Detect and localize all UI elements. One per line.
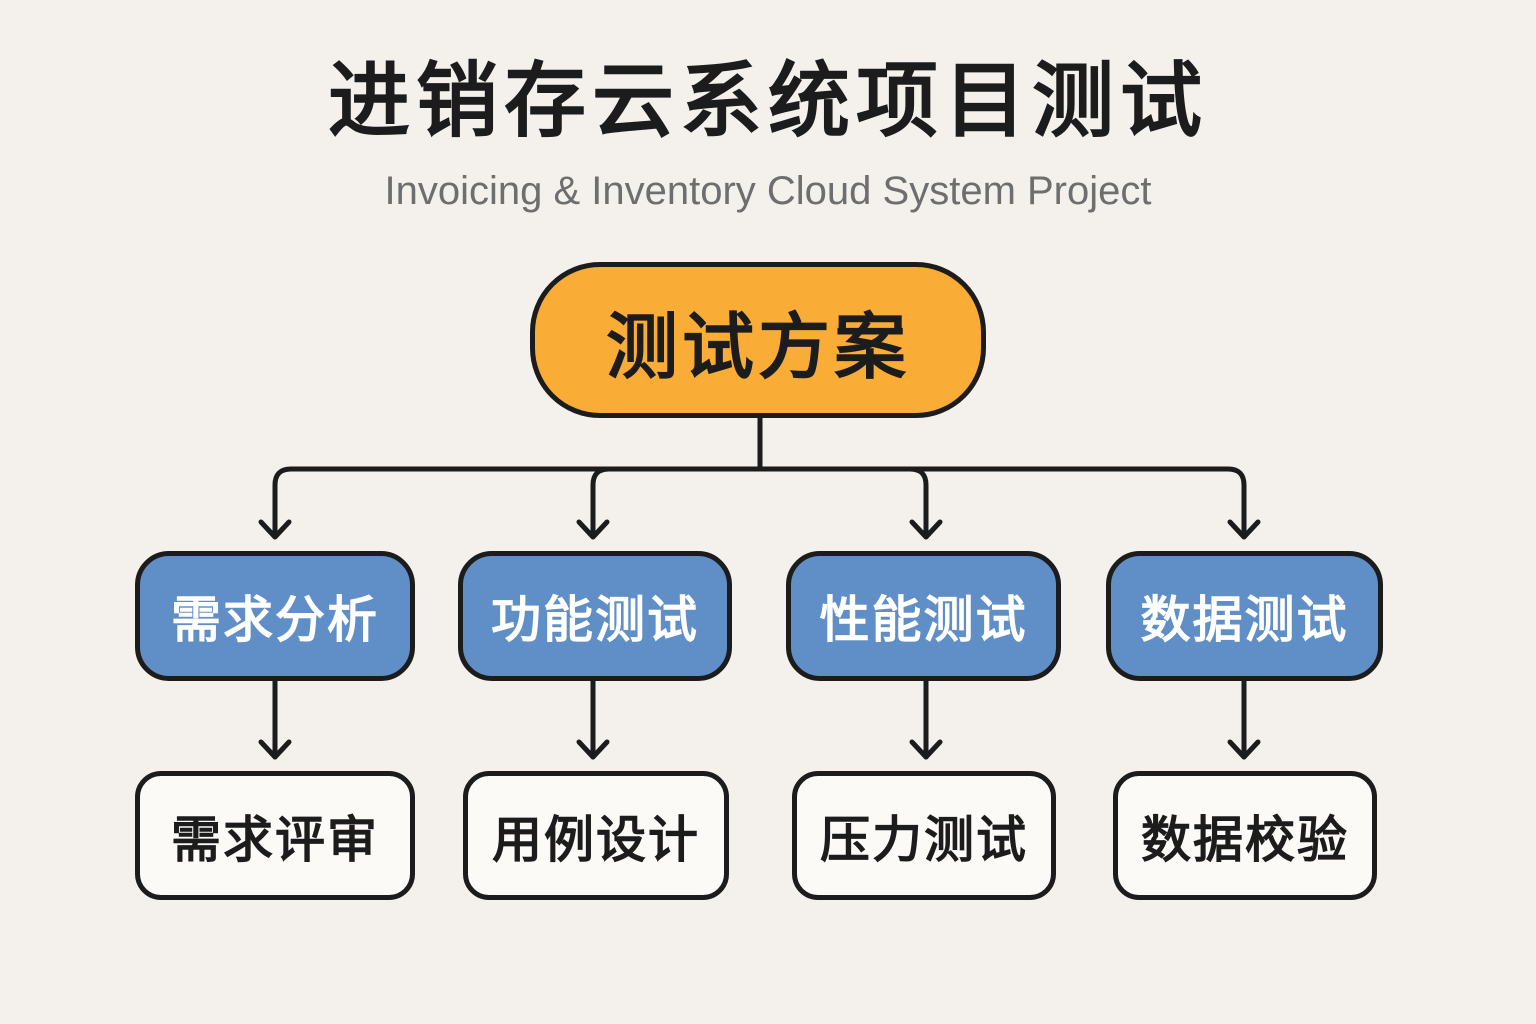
arrow-head-icon (576, 519, 610, 540)
page-subtitle: Invoicing & Inventory Cloud System Proje… (384, 169, 1152, 213)
branch-node-functional-testing: 功能测试 (458, 551, 732, 681)
branch-bus-line (272, 466, 1247, 539)
branch-node-requirements-analysis: 需求分析 (135, 551, 415, 681)
arrow-head-icon (909, 519, 943, 540)
root-node-test-plan: 测试方案 (530, 262, 986, 418)
branch-drop-line (907, 466, 929, 539)
branch-node-data-testing: 数据测试 (1106, 551, 1383, 681)
arrow-head-icon (258, 519, 292, 540)
leaf-node-requirements-review: 需求评审 (135, 771, 415, 900)
arrow-head-icon (258, 739, 292, 760)
arrow-head-icon (909, 739, 943, 760)
arrow-head-icon (1227, 739, 1261, 760)
leaf-node-stress-testing: 压力测试 (792, 771, 1056, 900)
branch-drop-line (590, 466, 612, 539)
leaf-node-data-validation: 数据校验 (1113, 771, 1377, 900)
leaf-node-test-case-design: 用例设计 (463, 771, 729, 900)
arrow-head-icon (576, 739, 610, 760)
arrow-head-icon (1227, 519, 1261, 540)
page-title: 进销存云系统项目测试 (327, 54, 1208, 149)
branch-node-performance-testing: 性能测试 (786, 551, 1061, 681)
